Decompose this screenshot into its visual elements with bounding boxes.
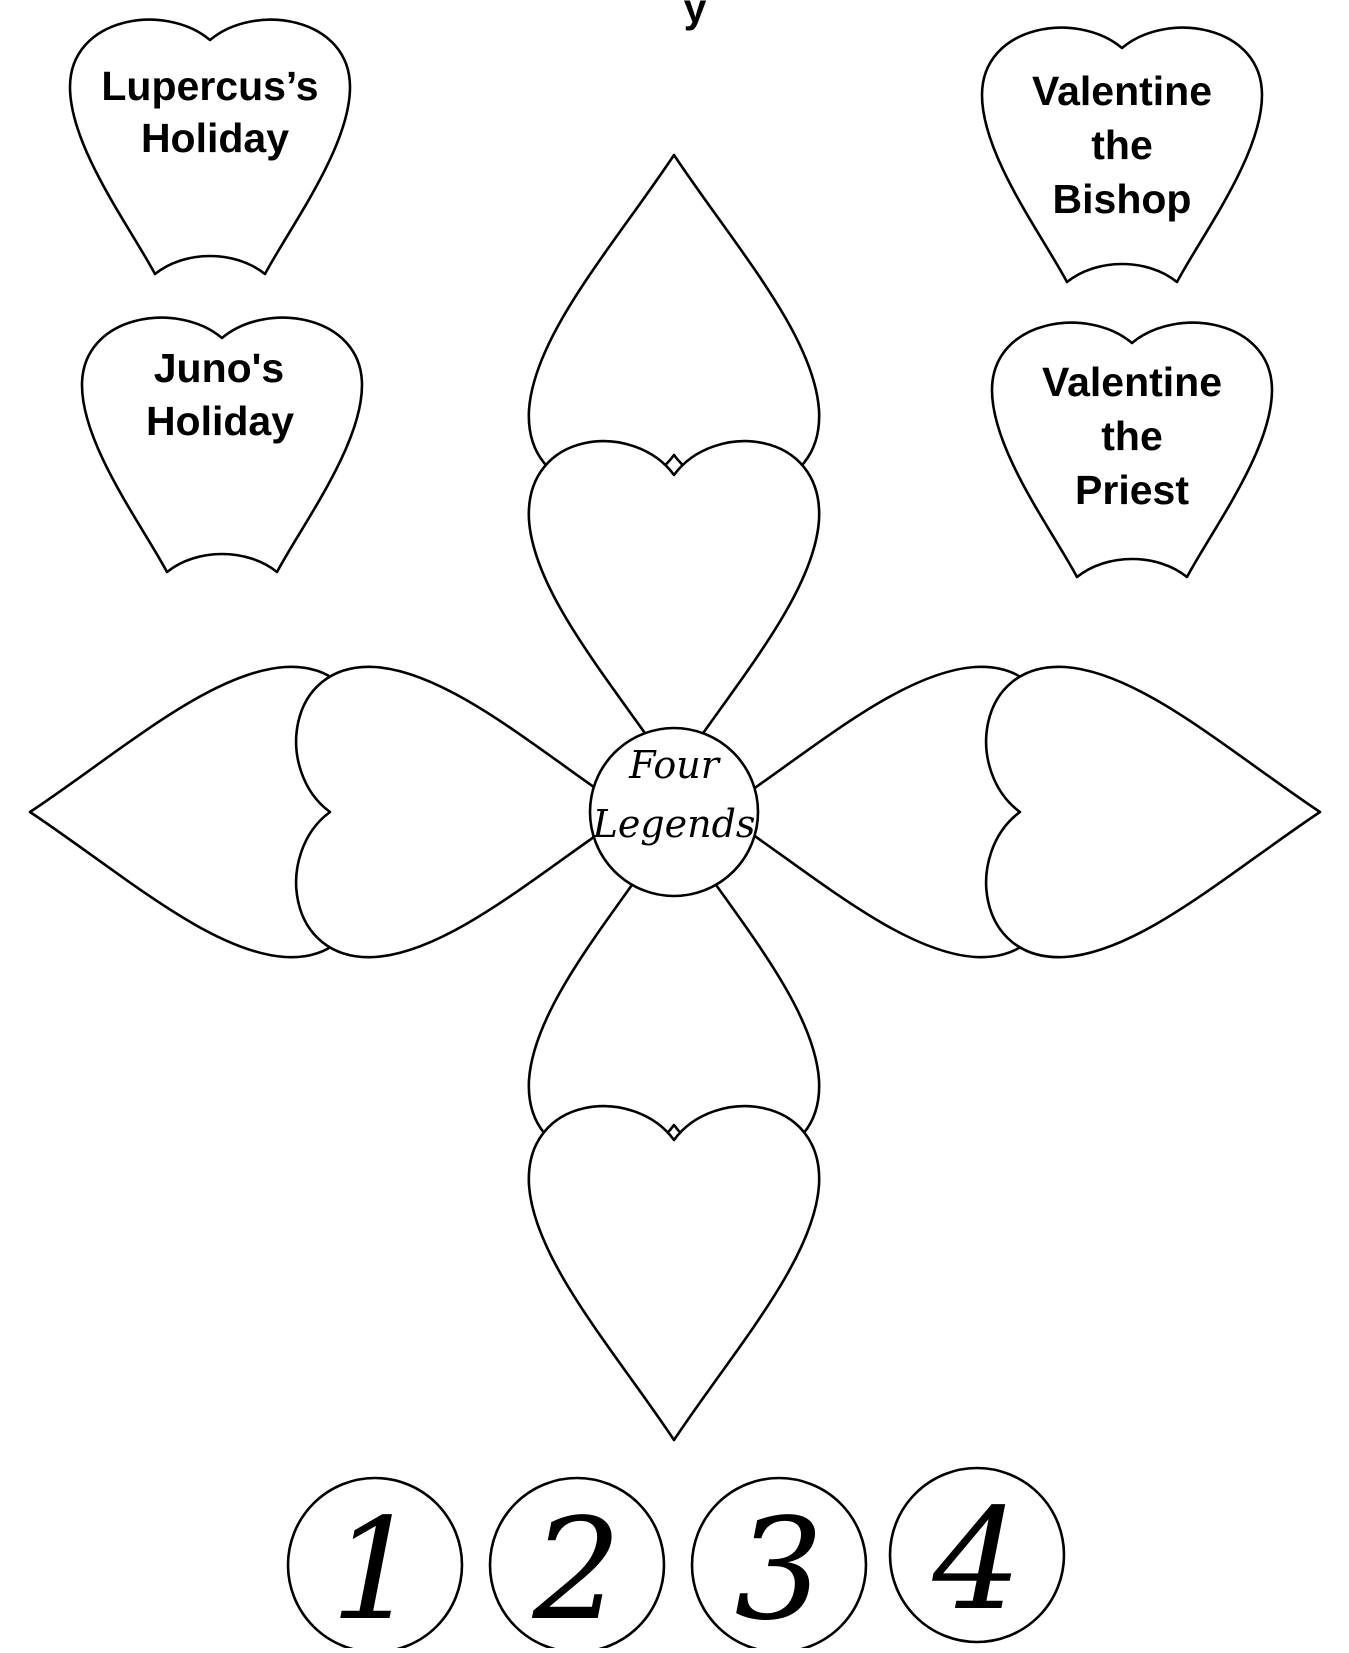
number-circle-1[interactable]: 1: [288, 1478, 462, 1648]
petal-right-outer[interactable]: [986, 667, 1320, 957]
center-circle: Four Legends: [590, 728, 758, 896]
number-label: 3: [734, 1489, 823, 1648]
petal-bottom-outer[interactable]: [529, 1106, 819, 1440]
label-heart-bishop[interactable]: Valentine the Bishop: [982, 28, 1262, 282]
label-heart-lupercus[interactable]: Lupercus’s Holiday: [70, 20, 350, 274]
petal-top-outer[interactable]: [529, 155, 819, 489]
label-line: Valentine: [1032, 68, 1212, 114]
center-label-line1: Four: [628, 743, 722, 787]
label-line: Bishop: [1053, 176, 1192, 222]
label-line: Lupercus’s: [101, 63, 318, 109]
number-label: 2: [531, 1489, 621, 1648]
label-line: the: [1091, 122, 1153, 168]
label-heart-juno[interactable]: Juno's Holiday: [82, 318, 362, 572]
petal-left-inner[interactable]: [296, 667, 630, 957]
number-label: 1: [330, 1489, 419, 1648]
petal-top-inner[interactable]: [529, 441, 819, 775]
number-circles: 1 2 3 4: [288, 1468, 1064, 1648]
number-circle-2[interactable]: 2: [490, 1478, 664, 1648]
label-line: the: [1101, 413, 1163, 459]
number-circle-4[interactable]: 4: [890, 1468, 1064, 1642]
number-circle-3[interactable]: 3: [692, 1478, 866, 1648]
center-label-line2: Legends: [592, 802, 756, 846]
label-line: Priest: [1075, 467, 1189, 513]
label-line: Holiday: [146, 398, 294, 444]
label-line: Holiday: [141, 115, 289, 161]
label-line: Juno's: [154, 345, 285, 391]
label-line: Valentine: [1042, 359, 1222, 405]
label-heart-priest[interactable]: Valentine the Priest: [992, 323, 1272, 577]
number-label: 4: [931, 1479, 1021, 1642]
page-title-fragment: y: [684, 0, 707, 31]
